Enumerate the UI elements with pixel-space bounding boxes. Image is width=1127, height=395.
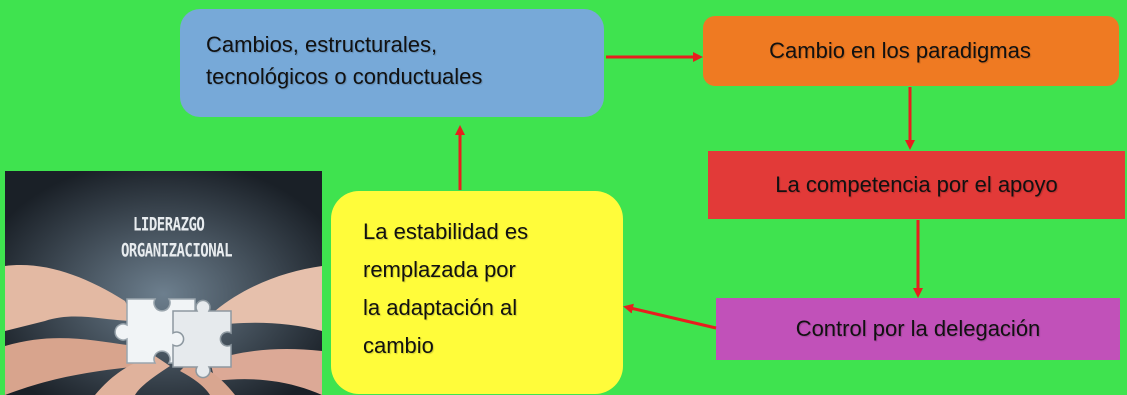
box-stability: La estabilidad es remplazada por la adap… [331, 191, 623, 394]
box-paradigm-change: Cambio en los paradigmas [703, 16, 1119, 86]
box-structural-changes: Cambios, estructurales, tecnológicos o c… [180, 9, 604, 117]
box-control: Control por la delegación [716, 298, 1120, 360]
box-stability-text: La estabilidad es remplazada por la adap… [363, 219, 529, 358]
box-structural-changes-text: Cambios, estructurales, tecnológicos o c… [206, 32, 483, 89]
box-competition-text: La competencia por el apoyo [775, 172, 1058, 197]
box-control-text: Control por la delegación [795, 316, 1041, 341]
arrow-purple-to-yellow [623, 303, 717, 330]
box-competition: La competencia por el apoyo [708, 151, 1125, 219]
box-paradigm-change-text: Cambio en los paradigmas [769, 38, 1031, 63]
puzzle-hands-illustration [5, 171, 322, 395]
logo-text-line2: ORGANIZACIONAL [121, 241, 233, 262]
logo-text-line1: LIDERAZGO [133, 215, 205, 236]
leadership-photo: LIDERAZGO ORGANIZACIONAL [5, 171, 322, 395]
